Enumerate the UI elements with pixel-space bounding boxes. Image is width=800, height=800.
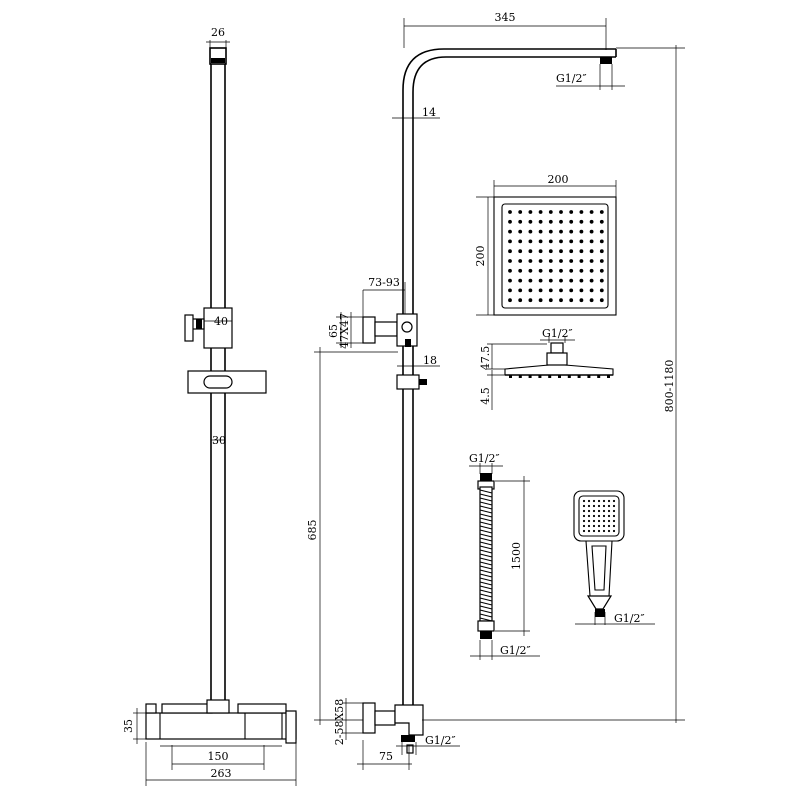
- shower-head-side-nozzles: [509, 375, 610, 378]
- dim-handset-thread: G1/2″: [614, 612, 645, 625]
- dim-valve-length: 263: [211, 767, 232, 780]
- dim-hose-length: 1500: [510, 542, 523, 570]
- dim-slider-width: 18: [423, 354, 437, 367]
- hand-shower: G1/2″: [573, 490, 655, 625]
- dim-head-thickness: 4.5: [479, 387, 492, 405]
- dim-head-width: 200: [548, 173, 569, 186]
- dim-bracket-width: 40: [214, 315, 228, 328]
- front-top-cap: [209, 47, 227, 65]
- dim-arm-diameter: 14: [422, 106, 436, 119]
- side-slider: [396, 374, 420, 390]
- shower-head-top-view: 200 200: [474, 173, 617, 316]
- shower-head-side-view: G1/2″ 47.5 4.5: [479, 327, 614, 410]
- shower-head-nozzles: [508, 210, 604, 303]
- hose: G1/2″ 1500 G1/2″: [469, 452, 540, 660]
- dim-valve-height: 35: [122, 719, 135, 733]
- dim-top-width: 26: [211, 26, 225, 39]
- dim-total-height: 800-1180: [663, 360, 676, 413]
- dim-rail-height: 685: [306, 520, 319, 541]
- side-inlet: [362, 702, 424, 754]
- dim-valve-centers: 150: [208, 750, 229, 763]
- dim-hose-thread-top: G1/2″: [469, 452, 500, 465]
- front-view: 26 40 30 35: [122, 26, 297, 786]
- dim-arm-length: 345: [495, 11, 516, 24]
- dim-hose-thread-bottom: G1/2″: [500, 644, 531, 657]
- dim-head-neck: 47.5: [479, 346, 492, 371]
- front-bracket: [203, 307, 233, 349]
- dim-inlet-spec: 2-58X58: [333, 699, 346, 746]
- dim-pipe-diameter: 30: [212, 434, 226, 447]
- dim-wall-bracket-size: 47X47: [338, 313, 351, 349]
- side-view: 345 G1/2″ 14 73-93 65 47X47: [306, 11, 685, 770]
- dim-inlet-offset: 75: [379, 750, 393, 763]
- dim-wall-bracket-height: 65: [327, 324, 340, 338]
- front-valve: [145, 699, 297, 747]
- hand-shower-nozzles: [582, 499, 616, 533]
- dim-arm-thread: G1/2″: [556, 72, 587, 85]
- dim-head-thread: G1/2″: [542, 327, 573, 340]
- dim-slider-range: 73-93: [368, 276, 400, 289]
- dim-inlet-thread: G1/2″: [425, 734, 456, 747]
- side-wall-bracket: [362, 313, 418, 347]
- dim-head-height: 200: [474, 246, 487, 267]
- hose-coils: [479, 489, 493, 622]
